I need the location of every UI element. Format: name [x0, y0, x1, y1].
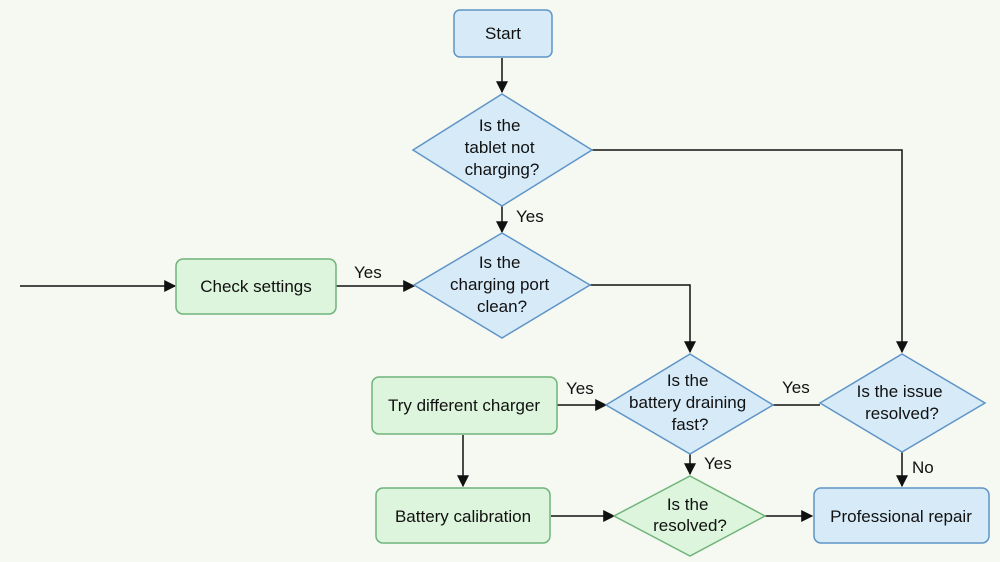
edge-not-charging-to-issue-resolved: [592, 149, 908, 354]
decision-not-charging: Is the tablet not charging?: [411, 93, 594, 207]
decision-battery-draining-label: Is the battery draining fast?: [629, 371, 751, 434]
decision-not-charging-label: Is the tablet not charging?: [465, 116, 540, 179]
decision-issue-resolved-label: Is the issue resolved?: [857, 382, 948, 423]
edge-label-battery-yes: Yes: [782, 378, 810, 397]
edge-label-settings-yes: Yes: [354, 263, 382, 282]
decision-battery-draining: Is the battery draining fast?: [604, 353, 775, 455]
try-charger-node: Try different charger: [371, 376, 558, 435]
edge-label-charger-yes: Yes: [566, 379, 594, 398]
start-label: Start: [485, 24, 521, 43]
battery-calibration-label: Battery calibration: [395, 507, 531, 526]
decision-port-clean-label: Is the charging port clean?: [450, 253, 554, 316]
decision-port-clean: Is the charging port clean?: [412, 232, 592, 339]
edge-port-to-battery-draining: [590, 284, 696, 354]
edge-label-issue-no: No: [912, 458, 934, 477]
professional-repair-node: Professional repair: [813, 487, 990, 544]
edge-label-battery-down-yes: Yes: [704, 454, 732, 473]
try-charger-label: Try different charger: [388, 396, 540, 415]
edge-labels: Yes Yes Yes Yes Yes No: [354, 207, 934, 477]
professional-repair-label: Professional repair: [830, 507, 972, 526]
start-node: Start: [453, 9, 553, 58]
check-settings-label: Check settings: [200, 277, 312, 296]
edges: [20, 58, 908, 522]
check-settings-node: Check settings: [175, 258, 337, 315]
decision-issue-resolved: Is the issue resolved?: [818, 353, 987, 453]
edge-label-not-charging-yes: Yes: [516, 207, 544, 226]
decision-resolved: Is the resolved?: [612, 475, 767, 557]
decision-resolved-label: Is the resolved?: [653, 495, 727, 535]
battery-calibration-node: Battery calibration: [375, 487, 551, 544]
